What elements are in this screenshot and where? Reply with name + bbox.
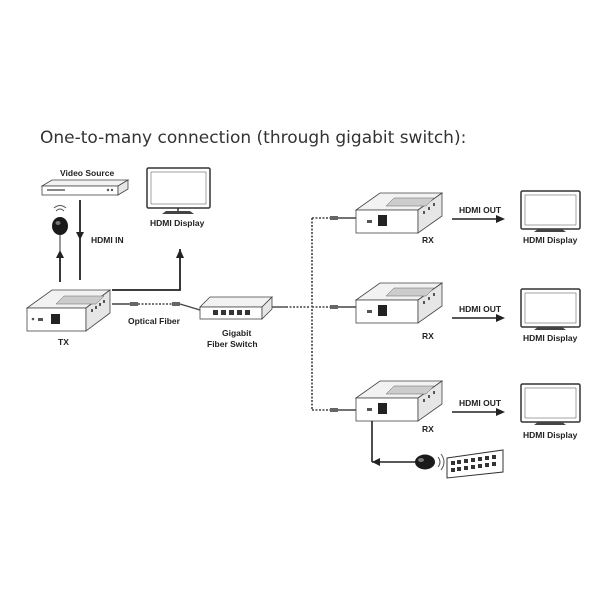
- optical-fiber-tx: [112, 302, 201, 311]
- tx-device: [25, 289, 112, 332]
- hdmi-out-arrow-1: [452, 215, 505, 223]
- hdmi-display-label-1: HDMI Display: [523, 235, 578, 245]
- hdmi-out-label-1: HDMI OUT: [459, 205, 502, 215]
- optical-fiber-label: Optical Fiber: [128, 316, 181, 326]
- hdmi-out-label-3: HDMI OUT: [459, 398, 502, 408]
- rx-device-1: [354, 192, 444, 234]
- hdmi-display-top-label: HDMI Display: [150, 218, 205, 228]
- hdmi-in-arrow: [76, 200, 84, 280]
- rx-label-2: RX: [422, 331, 434, 341]
- hdmi-display-2: [520, 288, 581, 330]
- video-source-device: [40, 179, 130, 196]
- hdmi-display-top: [146, 167, 211, 214]
- hdmi-display-3: [520, 383, 581, 425]
- switch-label-line2: Fiber Switch: [207, 339, 258, 349]
- remote-control-icon: [446, 449, 504, 479]
- tx-to-display-cable: [112, 249, 184, 291]
- ir-sensor-icon: [415, 453, 445, 471]
- tx-label: TX: [58, 337, 69, 347]
- ir-to-tx-arrow: [56, 250, 64, 282]
- ir-output-cable: [371, 421, 416, 466]
- switch-label-line1: Gigabit: [222, 328, 251, 338]
- hdmi-display-1: [520, 190, 581, 232]
- hdmi-out-arrow-3: [452, 408, 505, 416]
- rx-device-2: [354, 282, 444, 324]
- hdmi-in-label: HDMI IN: [91, 235, 124, 245]
- video-source-label: Video Source: [60, 168, 114, 178]
- rx-label-3: RX: [422, 424, 434, 434]
- rx-device-3: [354, 380, 444, 422]
- hdmi-display-label-3: HDMI Display: [523, 430, 578, 440]
- fiber-bus: [272, 216, 356, 412]
- gigabit-switch: [199, 296, 273, 320]
- hdmi-display-label-2: HDMI Display: [523, 333, 578, 343]
- hdmi-out-arrow-2: [452, 314, 505, 322]
- hdmi-out-label-2: HDMI OUT: [459, 304, 502, 314]
- rx-label-1: RX: [422, 235, 434, 245]
- page-title: One-to-many connection (through gigabit …: [40, 128, 466, 148]
